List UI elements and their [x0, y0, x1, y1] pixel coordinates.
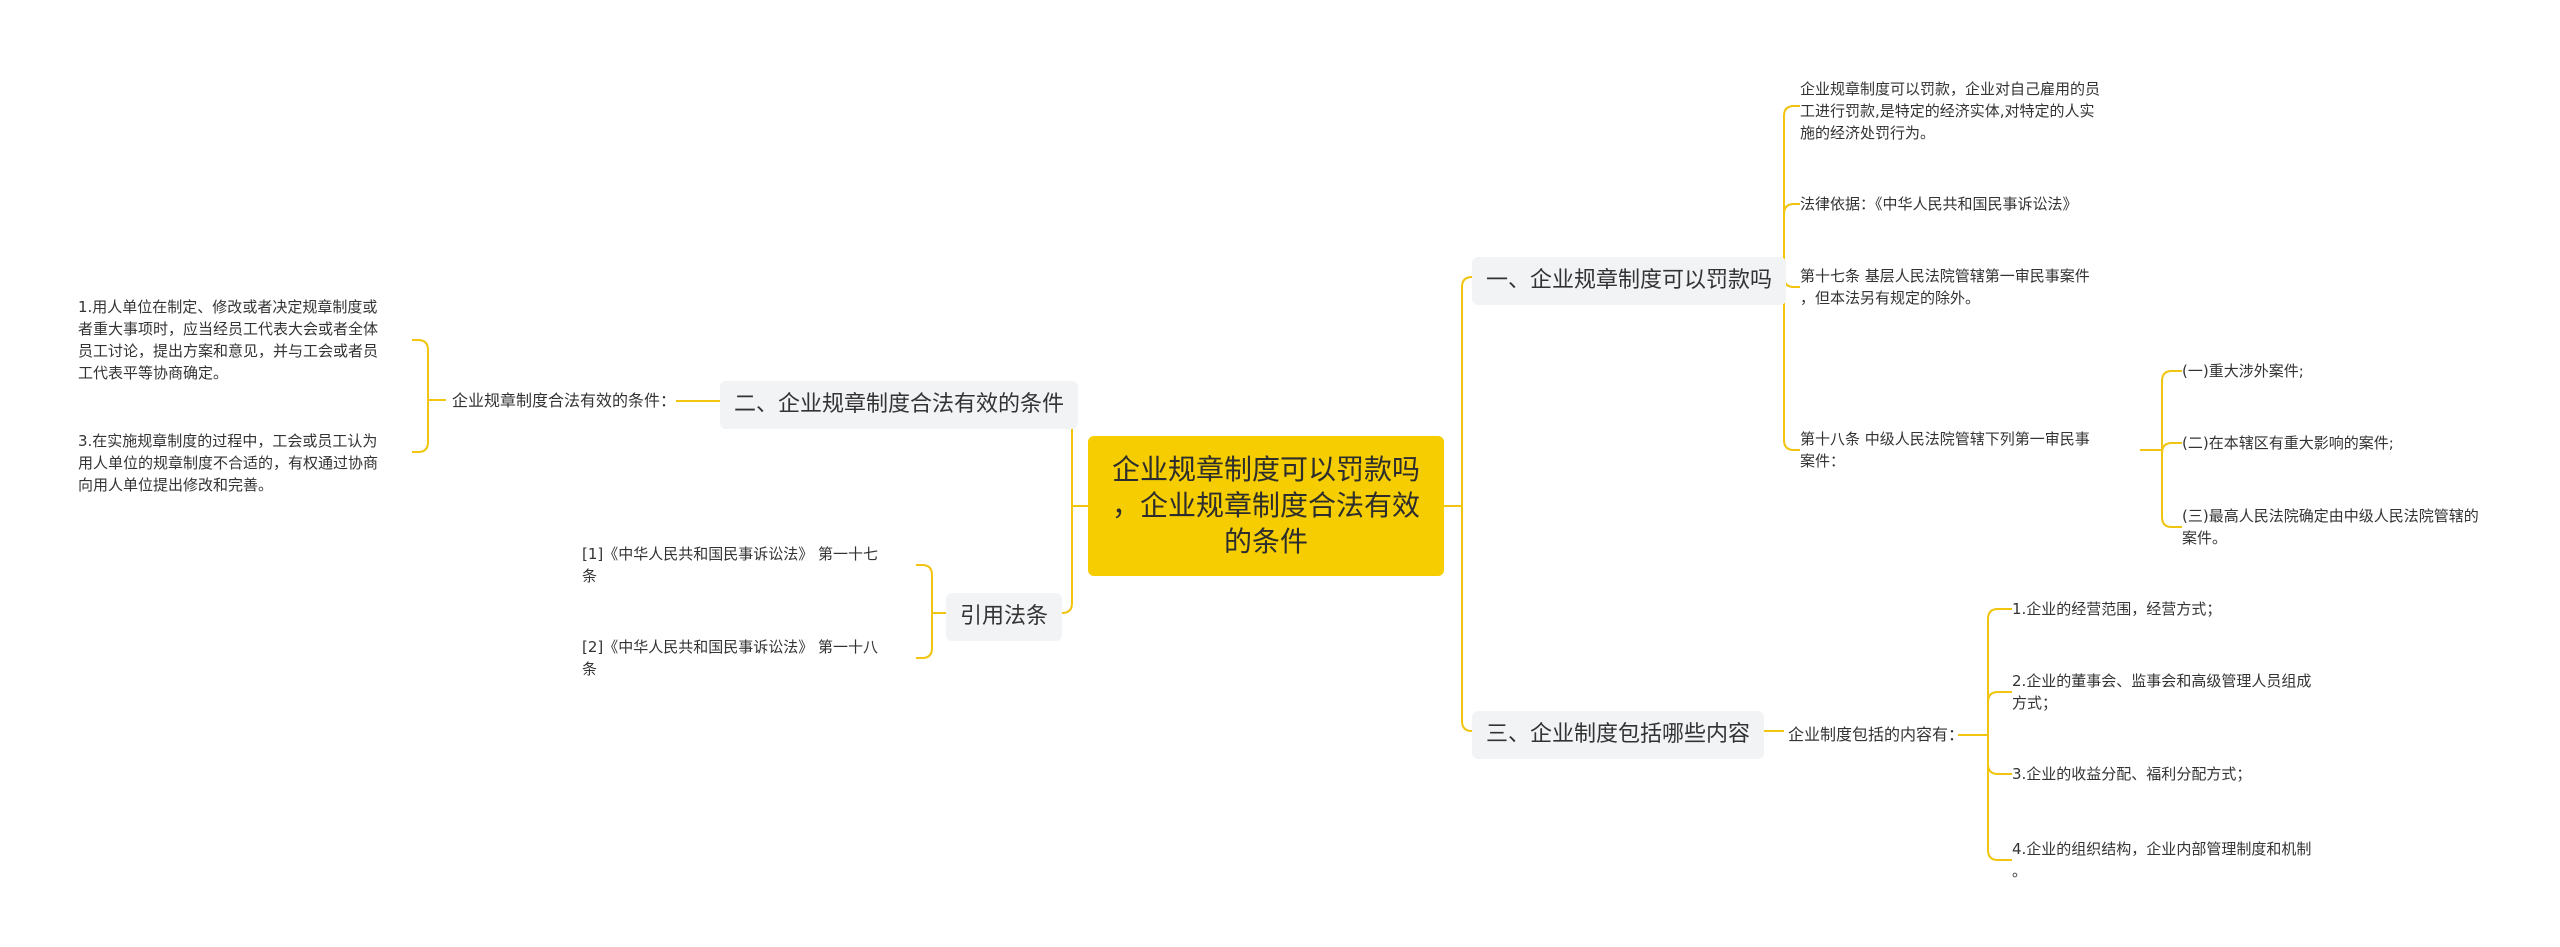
root-topic[interactable]: 企业规章制度可以罚款吗 ，企业规章制度合法有效 的条件 — [1088, 436, 1444, 576]
leaf-line: 1.企业的经营范围，经营方式； — [2012, 600, 2222, 618]
leaf-article-17[interactable]: 第十七条 基层人民法院管辖第一审民事案件 ，但本法另有规定的除外。 — [1800, 265, 2140, 309]
b2-edge-0 — [412, 339, 429, 400]
topic-valid-conditions[interactable]: 二、企业规章制度合法有效的条件 — [720, 381, 1079, 429]
leaf-line: 案件。 — [2182, 529, 2228, 547]
mid-system-content[interactable]: 企业制度包括的内容有： — [1788, 725, 1965, 744]
root-title-line-3: 的条件 — [1223, 525, 1308, 558]
b4-edge-0 — [1987, 608, 2012, 735]
leaf-condition-1[interactable]: 1.用人单位在制定、修改或者决定规章制度或 者重大事项时，应当经员工代表大会或者… — [78, 296, 423, 384]
b1sub-edge-1 — [2161, 442, 2182, 454]
leaf-line: 案件： — [1800, 452, 1846, 470]
leaf-content-1[interactable]: 1.企业的经营范围，经营方式； — [2012, 598, 2352, 620]
leaf-line: [1]《中华人民共和国民事诉讼法》 第一十七 — [582, 545, 879, 563]
leaf-line: 3.在实施规章制度的过程中，工会或员工认为 — [78, 432, 378, 450]
leaf-line: ，但本法另有规定的除外。 — [1800, 289, 1981, 307]
leaf-line: (二)在本辖区有重大影响的案件; — [2182, 434, 2394, 452]
b1sub-edge-0 — [2161, 370, 2182, 450]
leaf-content-4[interactable]: 4.企业的组织结构，企业内部管理制度和机制 。 — [2012, 838, 2352, 882]
leaf-line: 条 — [582, 660, 598, 678]
b1sub-edge-2 — [2161, 450, 2182, 528]
root-title-line-2: ，企业规章制度合法有效 — [1111, 489, 1420, 522]
b2-edge-1 — [412, 400, 429, 453]
b3-edge-0 — [916, 564, 933, 613]
topic-system-content[interactable]: 三、企业制度包括哪些内容 — [1472, 711, 1765, 759]
b1-edge-1 — [1783, 203, 1800, 277]
b1-edge-2 — [1783, 276, 1800, 288]
leaf-line: (一)重大涉外案件; — [2182, 362, 2304, 380]
b3-edge-1 — [916, 613, 933, 659]
b1-edge-3 — [1783, 277, 1800, 451]
leaf-line: 施的经济处罚行为。 — [1800, 124, 1936, 142]
leaf-article-18[interactable]: 第十八条 中级人民法院管辖下列第一审民事 案件： — [1800, 428, 2140, 472]
leaf-content-3[interactable]: 3.企业的收益分配、福利分配方式； — [2012, 763, 2352, 785]
leaf-line: 条 — [582, 567, 598, 585]
leaf-line: [2]《中华人民共和国民事诉讼法》 第一十八 — [582, 638, 879, 656]
leaf-citation-1[interactable]: [1]《中华人民共和国民事诉讼法》 第一十七 条 — [582, 543, 922, 587]
leaf-line: 第十七条 基层人民法院管辖第一审民事案件 — [1800, 267, 2090, 285]
leaf-line: 。 — [2012, 862, 2028, 880]
root-right-edge-0 — [1461, 276, 1473, 506]
leaf-line: 向用人单位提出修改和完善。 — [78, 476, 274, 494]
leaf-line: 方式； — [2012, 694, 2058, 712]
leaf-line: 用人单位的规章制度不合适的，有权通过协商 — [78, 454, 379, 472]
leaf-citation-2[interactable]: [2]《中华人民共和国民事诉讼法》 第一十八 条 — [582, 636, 922, 680]
leaf-fine-explanation[interactable]: 企业规章制度可以罚款，企业对自己雇用的员 工进行罚款,是特定的经济实体,对特定的… — [1800, 78, 2140, 144]
b4-edge-3 — [1987, 735, 2012, 861]
leaf-content-2[interactable]: 2.企业的董事会、监事会和高级管理人员组成 方式； — [2012, 670, 2352, 714]
topic-can-fine[interactable]: 一、企业规章制度可以罚款吗 — [1472, 257, 1787, 305]
leaf-sub-3[interactable]: (三)最高人民法院确定由中级人民法院管辖的 案件。 — [2182, 505, 2522, 549]
leaf-line: 1.用人单位在制定、修改或者决定规章制度或 — [78, 298, 378, 316]
leaf-legal-basis[interactable]: 法律依据：《中华人民共和国民事诉讼法》 — [1800, 193, 2140, 215]
leaf-line: 者重大事项时，应当经员工代表大会或者全体 — [78, 320, 379, 338]
leaf-sub-2[interactable]: (二)在本辖区有重大影响的案件; — [2182, 432, 2522, 454]
root-title-line-1: 企业规章制度可以罚款吗 — [1111, 453, 1420, 486]
b4-edge-2 — [1987, 735, 2012, 775]
leaf-line: 员工讨论，提出方案和意见，并与工会或者员 — [78, 342, 379, 360]
leaf-sub-1[interactable]: (一)重大涉外案件; — [2182, 360, 2522, 382]
root-left-edge-1 — [1061, 506, 1073, 614]
leaf-line: 3.企业的收益分配、福利分配方式； — [2012, 765, 2252, 783]
leaf-line: 工代表平等协商确定。 — [78, 364, 229, 382]
mid-valid-conditions[interactable]: 企业规章制度合法有效的条件： — [452, 391, 677, 410]
b1-edge-0 — [1783, 105, 1800, 277]
leaf-line: 2.企业的董事会、监事会和高级管理人员组成 — [2012, 672, 2312, 690]
leaf-line: 第十八条 中级人民法院管辖下列第一审民事 — [1800, 430, 2090, 448]
leaf-line: 4.企业的组织结构，企业内部管理制度和机制 — [2012, 840, 2312, 858]
topic-cited-law[interactable]: 引用法条 — [946, 593, 1063, 641]
root-right-edge-1 — [1461, 506, 1473, 732]
leaf-line: (三)最高人民法院确定由中级人民法院管辖的 — [2182, 507, 2479, 525]
leaf-line: 法律依据：《中华人民共和国民事诉讼法》 — [1800, 195, 2078, 213]
leaf-condition-3[interactable]: 3.在实施规章制度的过程中，工会或员工认为 用人单位的规章制度不合适的，有权通过… — [78, 430, 423, 496]
leaf-line: 企业规章制度可以罚款，企业对自己雇用的员 — [1800, 80, 2101, 98]
b4-edge-1 — [1987, 691, 2012, 735]
leaf-line: 工进行罚款,是特定的经济实体,对特定的人实 — [1800, 102, 2095, 120]
